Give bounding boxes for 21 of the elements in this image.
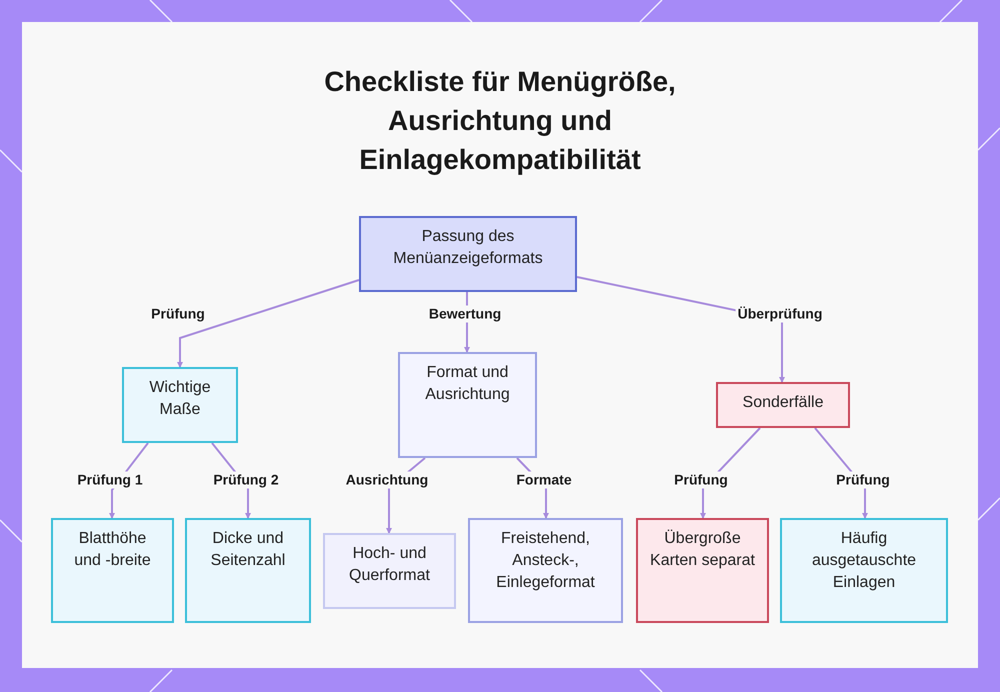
edge-label: Prüfung 1 xyxy=(75,472,145,488)
title: Checkliste für Menügröße, Ausrichtung und Einlagekompatibilität xyxy=(323,65,677,177)
edge-label: Prüfung xyxy=(834,472,892,488)
edge-label: Bewertung xyxy=(426,306,504,322)
process-box: Häufig ausgetauschte Einlagen xyxy=(780,518,948,623)
edge-label: Prüfung xyxy=(672,472,730,488)
process-box: Blatthöhe und -breite xyxy=(51,518,174,623)
process-box: Übergroße Karten separat xyxy=(636,518,769,623)
process-box: Sonderfälle xyxy=(716,382,850,428)
connector-arrow xyxy=(177,279,360,368)
edge-label: Überprüfung xyxy=(736,306,824,322)
process-box: Passung des Menüanzeigeformats xyxy=(359,216,577,292)
edge-label: Prüfung 2 xyxy=(211,472,281,488)
process-box: Wichtige Maße xyxy=(122,367,238,443)
process-box: Dicke und Seitenzahl xyxy=(185,518,311,623)
edge-label: Prüfung xyxy=(149,306,207,322)
process-box: Hoch- und Querformat xyxy=(323,533,456,609)
edge-label: Formate xyxy=(514,472,574,488)
process-box: Freistehend, Ansteck-, Einlegeformat xyxy=(468,518,623,623)
process-box: Format und Ausrichtung xyxy=(398,352,537,458)
edge-label: Ausrichtung xyxy=(344,472,430,488)
